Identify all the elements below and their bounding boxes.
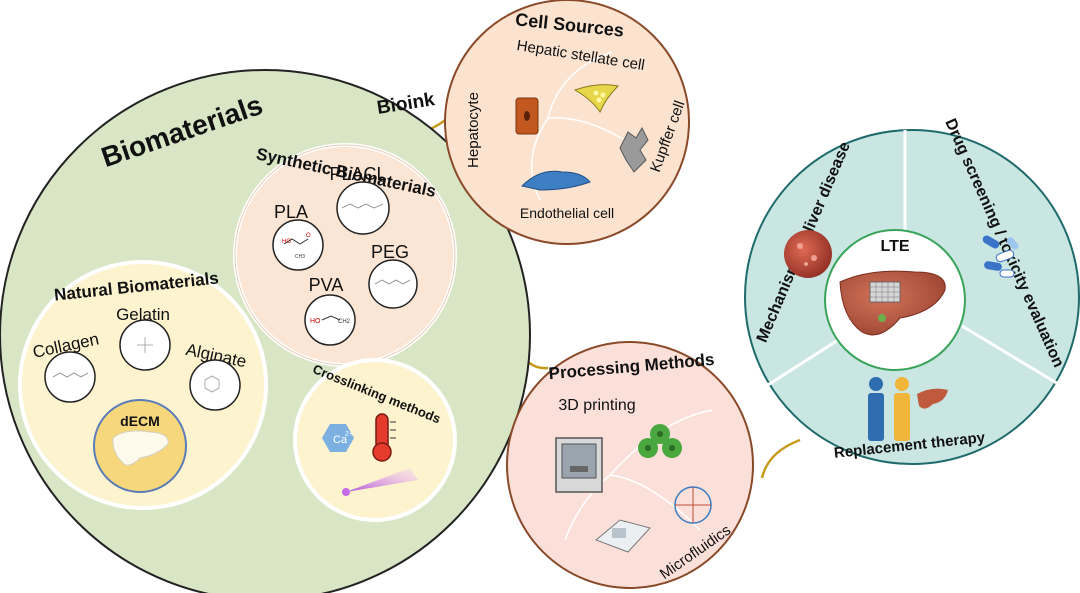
microfluidic-chip-icon	[674, 486, 712, 524]
lte-section: Mechanisms of liver disease Drug screeni…	[744, 116, 1080, 465]
hepatocyte-label: Hepatocyte	[465, 92, 482, 168]
svg-text:2+: 2+	[345, 431, 353, 438]
microfluidic-device-icon	[595, 519, 651, 553]
biomaterials-section: Biomaterials Synthetic Biomaterials PLA …	[0, 69, 531, 593]
processing-circle	[506, 341, 754, 589]
placl-item: PLACL	[329, 164, 390, 235]
patients-icon	[868, 377, 948, 441]
synthetic-biomaterials-group: Synthetic Biomaterials PLA HO O CH3 PLAC…	[233, 143, 457, 367]
cell-sources-section: Cell Sources Hepatic stellate cell Hepat…	[444, 0, 690, 245]
endothelial-cell-icon	[521, 170, 591, 191]
scaffold-icon	[638, 424, 682, 458]
decm-label: dECM	[120, 413, 160, 429]
kupffer-cell-icon	[619, 126, 649, 173]
gelatin-label: Gelatin	[116, 305, 170, 324]
endothelial-label: Endothelial cell	[520, 205, 614, 221]
natural-biomaterials-group: Natural Biomaterials Collagen Gelatin Al…	[18, 260, 268, 510]
pla-item: PLA HO O CH3	[272, 202, 324, 271]
3d-printing-label: 3D printing	[558, 397, 635, 414]
placl-label: PLACL	[329, 164, 386, 184]
svg-text:HO: HO	[310, 318, 321, 325]
lte-center-label: LTE	[880, 238, 909, 255]
uv-light-icon	[342, 468, 418, 496]
calcium-ion-icon: Ca 2+	[322, 424, 354, 452]
stellate-cell-icon	[573, 84, 620, 114]
diseased-tissue-icon	[784, 230, 832, 278]
gelatin-item: Gelatin	[116, 305, 171, 371]
3d-printer-icon	[555, 437, 603, 493]
thermometer-icon	[372, 413, 396, 462]
hepatocyte-icon	[515, 97, 539, 135]
svg-text:Ca: Ca	[333, 434, 348, 446]
bioink-label: Bioink	[375, 89, 436, 119]
pla-label: PLA	[274, 202, 308, 222]
crosslinking-group: Crosslinking methods Ca 2+	[293, 358, 457, 522]
svg-text:HO: HO	[282, 239, 291, 245]
decm-liver-icon	[112, 430, 169, 466]
pva-item: PVA HO CH2	[304, 275, 356, 346]
liver-scaffold-icon	[839, 270, 946, 336]
lte-connector	[760, 438, 801, 479]
natural-circle	[18, 260, 268, 510]
cell-sources-circle	[444, 0, 690, 245]
peg-item: PEG	[368, 242, 418, 309]
svg-text:O: O	[306, 233, 311, 239]
pills-icon	[982, 235, 1019, 278]
pva-label: PVA	[309, 275, 344, 295]
peg-label: PEG	[371, 242, 409, 262]
decm-item: dECM	[93, 399, 187, 493]
svg-text:CH2: CH2	[338, 319, 351, 325]
svg-text:CH3: CH3	[295, 254, 305, 260]
processing-section: Processing Methods 3D printing Microflui…	[506, 341, 754, 589]
